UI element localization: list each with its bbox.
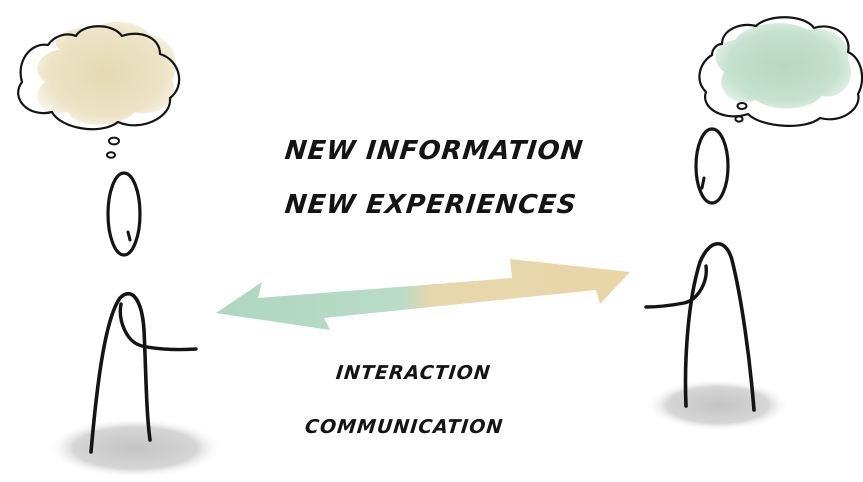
left-person [17,21,223,478]
right-torso [683,242,756,412]
right-ground-shadow [646,379,790,431]
exchange-double-arrow [216,259,630,330]
left-eye [126,230,132,242]
label-interaction: INTERACTION [334,362,492,384]
left-arm [118,302,198,352]
right-arm [644,264,708,309]
label-communication: COMMUNICATION [303,416,505,438]
left-stick-figure [89,171,198,454]
right-thought-cloud [698,16,863,127]
label-new-experiences: NEW EXPERIENCES [283,190,579,220]
left-ground-shadow [47,418,223,478]
right-stick-figure [644,127,756,412]
label-new-information: NEW INFORMATION [283,136,585,166]
left-torso [89,291,152,454]
right-eye [700,176,706,190]
right-head [694,127,730,205]
left-thought-cloud [17,21,181,159]
right-person [644,16,863,431]
left-head [106,171,142,257]
